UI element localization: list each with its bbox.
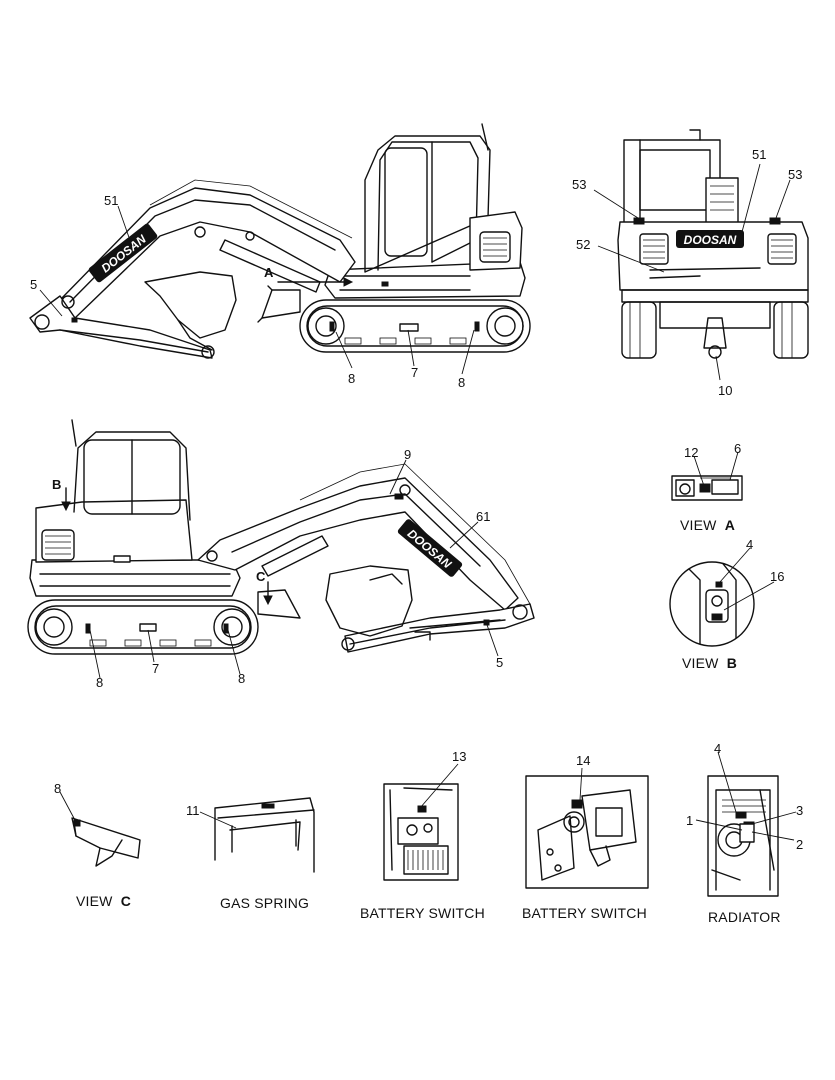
callout-61: 61 — [476, 509, 491, 524]
callout-6: 6 — [734, 441, 742, 456]
callout-view-b-arrow: B — [52, 477, 62, 492]
callout-53-rear-left: 53 — [572, 177, 587, 192]
callout-8-right-right: 8 — [238, 671, 246, 686]
callout-view-a-arrow: A — [264, 265, 274, 280]
radiator-detail — [707, 775, 779, 897]
caption-view-c: VIEW C — [76, 893, 132, 909]
view-c-detail — [71, 817, 141, 867]
callout-11: 11 — [186, 803, 200, 818]
excavator-rear-view: DOOSAN — [617, 129, 809, 359]
callout-14: 14 — [576, 753, 591, 768]
callout-8-right-left: 8 — [96, 675, 104, 690]
callout-4-radiator: 4 — [714, 741, 722, 756]
callout-9: 9 — [404, 447, 412, 462]
callout-view-c-arrow: C — [256, 569, 266, 584]
caption-gas-spring: GAS SPRING — [220, 895, 310, 911]
callout-53-rear-right: 53 — [788, 167, 803, 182]
caption-battery-switch-1: BATTERY SWITCH — [360, 905, 485, 921]
callout-8-view-c: 8 — [54, 781, 62, 796]
gas-spring-detail — [214, 797, 315, 873]
battery-switch-detail-2 — [525, 775, 649, 889]
callout-3: 3 — [796, 803, 804, 818]
callout-2: 2 — [796, 837, 804, 852]
callout-5-right: 5 — [496, 655, 504, 670]
callout-7-side: 7 — [411, 365, 419, 380]
view-a-detail — [671, 475, 743, 501]
callout-13: 13 — [452, 749, 467, 764]
caption-radiator: RADIATOR — [708, 909, 781, 925]
callout-51-side: 51 — [104, 193, 119, 208]
excavator-side-view-right: DOOSAN — [27, 419, 535, 655]
view-b-detail — [669, 561, 755, 647]
battery-switch-detail-1 — [383, 783, 459, 881]
caption-battery-switch-2: BATTERY SWITCH — [522, 905, 647, 921]
caption-view-b: VIEW B — [682, 655, 738, 671]
callout-51-rear: 51 — [752, 147, 767, 162]
callout-8-side-right: 8 — [458, 375, 466, 390]
callout-4-view-b: 4 — [746, 537, 754, 552]
leader-lines — [39, 163, 797, 841]
callout-10-rear: 10 — [718, 383, 733, 398]
callout-12: 12 — [684, 445, 699, 460]
excavator-side-view-left: DOOSAN — [29, 123, 531, 359]
brand-decal-rear: DOOSAN — [684, 233, 737, 247]
callout-16: 16 — [770, 569, 785, 584]
callout-1: 1 — [686, 813, 694, 828]
caption-view-a: VIEW A — [680, 517, 736, 533]
callout-7-right: 7 — [152, 661, 160, 676]
callout-8-side-left: 8 — [348, 371, 356, 386]
callout-52-rear: 52 — [576, 237, 591, 252]
callout-5-side: 5 — [30, 277, 38, 292]
